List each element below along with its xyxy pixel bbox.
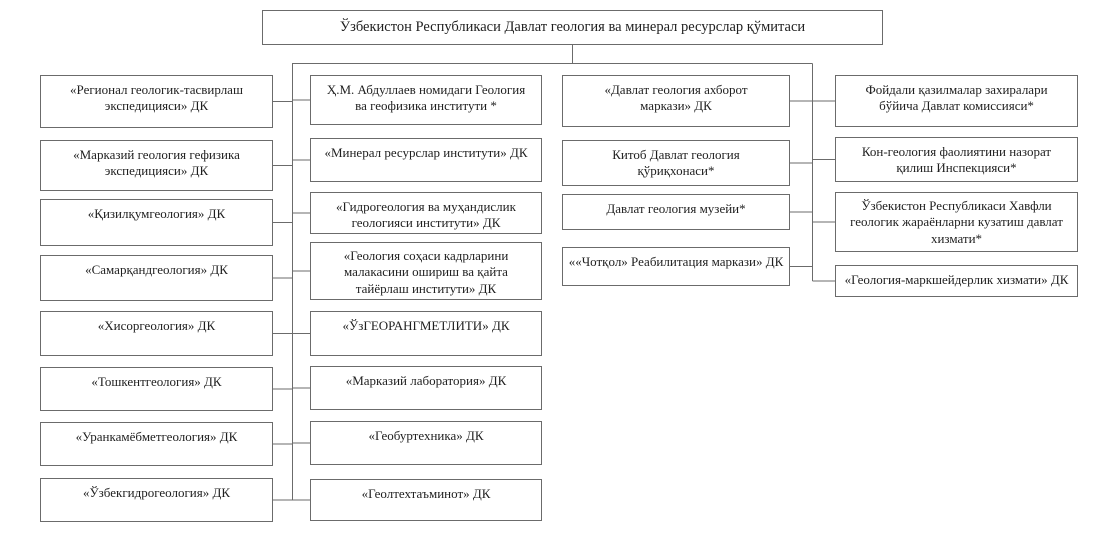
node-personnel-training-institute: «Геология соҳаси кадрларини малакасини о… bbox=[310, 242, 542, 300]
node-label: Давлат геология музейи* bbox=[606, 201, 746, 216]
node-label: «Самарқандгеология» ДК bbox=[85, 262, 228, 277]
node-abdullaev-geology-institute: Ҳ.М. Абдуллаев номидаги Геология ва геоф… bbox=[310, 75, 542, 125]
node-qizilqum-geology: «Қизилқумгеология» ДК bbox=[40, 199, 273, 246]
node-label: «Хисоргеология» ДК bbox=[97, 318, 216, 333]
node-tashkent-geology: «Тошкентгеология» ДК bbox=[40, 367, 273, 411]
node-label: «Геология соҳаси кадрларини малакасини о… bbox=[343, 248, 509, 296]
node-label: «Геобуртехника» ДК bbox=[368, 428, 484, 443]
node-central-laboratory: «Марказий лаборатория» ДК bbox=[310, 366, 542, 410]
node-label: «Гидрогеология ва муҳандислик геологияси… bbox=[336, 199, 516, 231]
node-label: «Уранкамёбметгеология» ДК bbox=[75, 429, 238, 444]
node-geoburtechnika: «Геобуртехника» ДК bbox=[310, 421, 542, 465]
node-label: «Марказий геология гефизика экспедицияси… bbox=[73, 147, 240, 179]
node-label: «Тошкентгеология» ДК bbox=[91, 374, 222, 389]
node-chotqol-rehabilitation-center: ««Чотқол» Реабилитация маркази» ДК bbox=[562, 247, 790, 286]
node-central-geophysics-expedition: «Марказий геология гефизика экспедицияси… bbox=[40, 140, 273, 191]
node-label: «Геолтехтаъминот» ДК bbox=[361, 486, 491, 501]
node-regional-geologic-mapping: «Регионал геологик-тасвирлаш экспедицияс… bbox=[40, 75, 273, 128]
root-node-state-committee: Ўзбекистон Республикаси Давлат геология … bbox=[262, 10, 883, 45]
node-label: Фойдали қазилмалар захиралари бўйича Дав… bbox=[865, 82, 1048, 114]
node-label: «Марказий лаборатория» ДК bbox=[345, 373, 507, 388]
node-label: «ЎзГЕОРАНГМЕТЛИТИ» ДК bbox=[342, 318, 510, 333]
node-hazardous-processes-service: Ўзбекистон Республикаси Хавфли геологик … bbox=[835, 192, 1078, 252]
node-label: «Минерал ресурслар институти» ДК bbox=[324, 145, 528, 160]
node-mining-inspection: Кон-геология фаолиятини назорат қилиш Ин… bbox=[835, 137, 1078, 182]
node-label: «Геология-маркшейдерлик хизмати» ДК bbox=[844, 272, 1069, 287]
node-label: Китоб Давлат геология қўриқхонаси* bbox=[612, 147, 740, 179]
node-mineral-resources-institute: «Минерал ресурслар институти» ДК bbox=[310, 138, 542, 182]
node-geoltechtaminot: «Геолтехтаъминот» ДК bbox=[310, 479, 542, 521]
node-hisor-geology: «Хисоргеология» ДК bbox=[40, 311, 273, 356]
node-mineral-reserves-commission: Фойдали қазилмалар захиралари бўйича Дав… bbox=[835, 75, 1078, 127]
node-state-geology-museum: Давлат геология музейи* bbox=[562, 194, 790, 230]
node-state-geology-info-center: «Давлат геология ахборот маркази» ДК bbox=[562, 75, 790, 127]
node-uzbek-hydrogeology: «Ўзбекгидрогеология» ДК bbox=[40, 478, 273, 522]
root-node-label: Ўзбекистон Республикаси Давлат геология … bbox=[339, 19, 806, 36]
node-label: «Давлат геология ахборот маркази» ДК bbox=[604, 82, 748, 114]
node-label: Кон-геология фаолиятини назорат қилиш Ин… bbox=[861, 144, 1052, 176]
node-label: Ўзбекистон Республикаси Хавфли геологик … bbox=[850, 198, 1063, 246]
node-samarqand-geology: «Самарқандгеология» ДК bbox=[40, 255, 273, 301]
node-uran-rare-metals-geology: «Уранкамёбметгеология» ДК bbox=[40, 422, 273, 466]
node-geology-surveying-service: «Геология-маркшейдерлик хизмати» ДК bbox=[835, 265, 1078, 297]
node-hydrogeology-institute: «Гидрогеология ва муҳандислик геологияси… bbox=[310, 192, 542, 234]
node-uzgeorangmetliti: «ЎзГЕОРАНГМЕТЛИТИ» ДК bbox=[310, 311, 542, 356]
node-label: ««Чотқол» Реабилитация маркази» ДК bbox=[568, 254, 784, 269]
node-label: «Қизилқумгеология» ДК bbox=[87, 206, 226, 221]
node-label: «Регионал геологик-тасвирлаш экспедицияс… bbox=[70, 82, 243, 114]
node-label: «Ўзбекгидрогеология» ДК bbox=[82, 485, 231, 500]
node-label: Ҳ.М. Абдуллаев номидаги Геология ва геоф… bbox=[326, 82, 526, 114]
node-kitob-geology-reserve: Китоб Давлат геология қўриқхонаси* bbox=[562, 140, 790, 186]
